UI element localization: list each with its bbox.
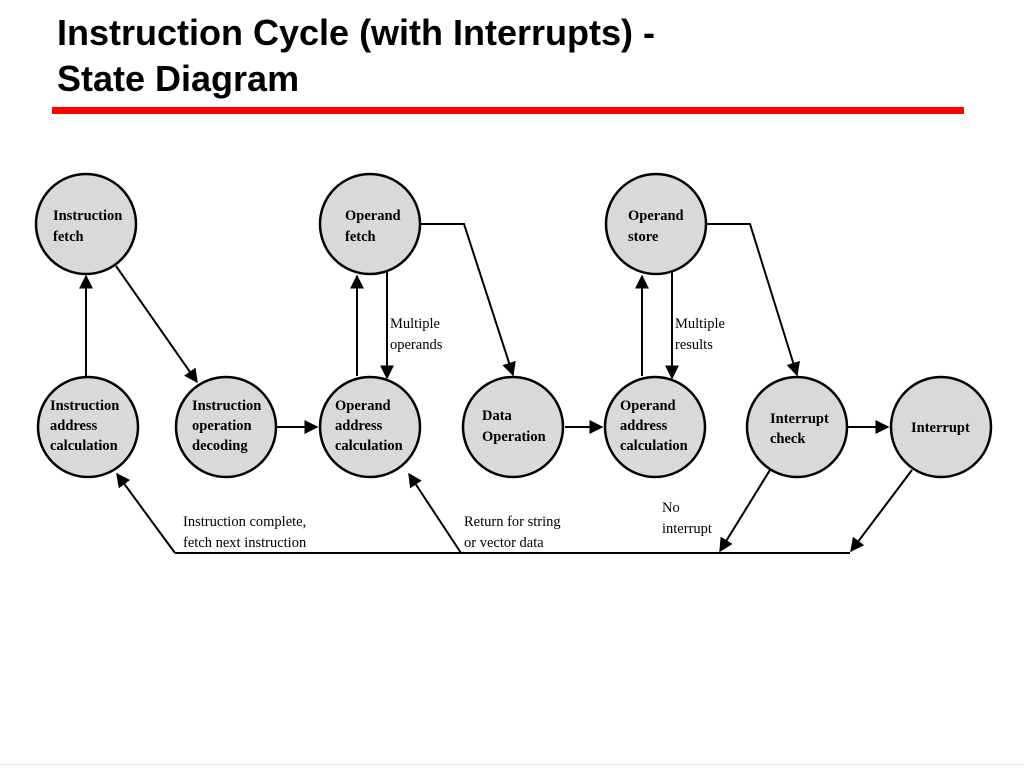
- label-multiple-operands-line-1: Multiple: [390, 316, 440, 332]
- node-instruction-operation-decoding: Instruction operation decoding: [174, 375, 278, 479]
- node-data-operation-line-2: Operation: [482, 429, 546, 445]
- label-multiple-results-line-1: Multiple: [675, 316, 725, 332]
- node-oa-calc-2-line-1: Operand: [620, 398, 676, 414]
- edge-operand-fetch-to-data-op: [421, 223, 516, 377]
- node-operand-store-line-1: Operand: [628, 208, 684, 224]
- edge-bus-to-ia-calc: [116, 472, 176, 554]
- node-interrupt-line-1: Interrupt: [911, 420, 970, 436]
- slide-title-line-2: State Diagram: [57, 58, 300, 99]
- edge-no-interrupt: [719, 469, 771, 553]
- node-operand-fetch-line-1: Operand: [345, 208, 401, 224]
- slide-title-line-1: Instruction Cycle (with Interrupts) -: [57, 12, 656, 53]
- label-no-interrupt-line-1: No: [662, 500, 680, 516]
- label-multiple-operands-line-2: operands: [390, 337, 443, 353]
- edge-interrupt-to-bus: [850, 469, 913, 553]
- diagram-edges: [79, 223, 913, 554]
- slide-title: Instruction Cycle (with Interrupts) - St…: [57, 10, 997, 102]
- node-decoding-line-3: decoding: [192, 438, 248, 454]
- edge-bus-to-oa-calc: [408, 472, 462, 554]
- node-data-operation-line-1: Data: [482, 408, 513, 424]
- node-operand-store-line-2: store: [628, 229, 659, 245]
- label-no-interrupt: No interrupt: [662, 500, 712, 537]
- node-decoding-line-1: Instruction: [192, 398, 261, 414]
- label-multiple-operands: Multiple operands: [390, 316, 443, 353]
- node-operand-fetch: Operand fetch: [318, 172, 422, 276]
- label-instruction-complete-line-2: fetch next instruction: [183, 535, 307, 551]
- node-instruction-address-calculation: Instruction address calculation: [36, 375, 140, 479]
- node-instruction-fetch-line-1: Instruction: [53, 208, 122, 224]
- node-interrupt-check: Interrupt check: [745, 375, 849, 479]
- label-instruction-complete: Instruction complete, fetch next instruc…: [183, 514, 307, 551]
- node-oa-calc-1-line-1: Operand: [335, 398, 391, 414]
- label-return-for-string-line-1: Return for string: [464, 514, 561, 530]
- node-instruction-fetch: Instruction fetch: [34, 172, 138, 276]
- node-interrupt: Interrupt: [889, 375, 993, 479]
- node-data-operation: Data Operation: [461, 375, 565, 479]
- node-decoding-line-2: operation: [192, 418, 252, 434]
- label-return-for-string: Return for string or vector data: [464, 514, 561, 551]
- node-instruction-fetch-line-2: fetch: [53, 229, 84, 245]
- label-multiple-results: Multiple results: [675, 316, 725, 353]
- node-oa-calc-2-line-3: calculation: [620, 438, 688, 454]
- node-ia-calc-line-3: calculation: [50, 438, 118, 454]
- label-no-interrupt-line-2: interrupt: [662, 521, 712, 537]
- node-oa-calc-2-line-2: address: [620, 418, 668, 434]
- label-instruction-complete-line-1: Instruction complete,: [183, 514, 306, 530]
- label-multiple-results-line-2: results: [675, 337, 713, 353]
- node-operand-address-calculation-1: Operand address calculation: [318, 375, 422, 479]
- title-underline: [52, 107, 964, 114]
- footer-divider: [0, 764, 1024, 765]
- node-operand-fetch-line-2: fetch: [345, 229, 376, 245]
- node-operand-store: Operand store: [604, 172, 708, 276]
- edge-store-to-interrupt-check: [707, 223, 800, 377]
- node-operand-address-calculation-2: Operand address calculation: [603, 375, 707, 479]
- node-ia-calc-line-1: Instruction: [50, 398, 119, 414]
- edge-fetch-to-decoding: [115, 265, 198, 384]
- node-interrupt-check-line-1: Interrupt: [770, 411, 829, 427]
- label-return-for-string-line-2: or vector data: [464, 535, 544, 551]
- node-oa-calc-1-line-2: address: [335, 418, 383, 434]
- node-interrupt-check-line-2: check: [770, 431, 806, 447]
- node-ia-calc-line-2: address: [50, 418, 98, 434]
- node-oa-calc-1-line-3: calculation: [335, 438, 403, 454]
